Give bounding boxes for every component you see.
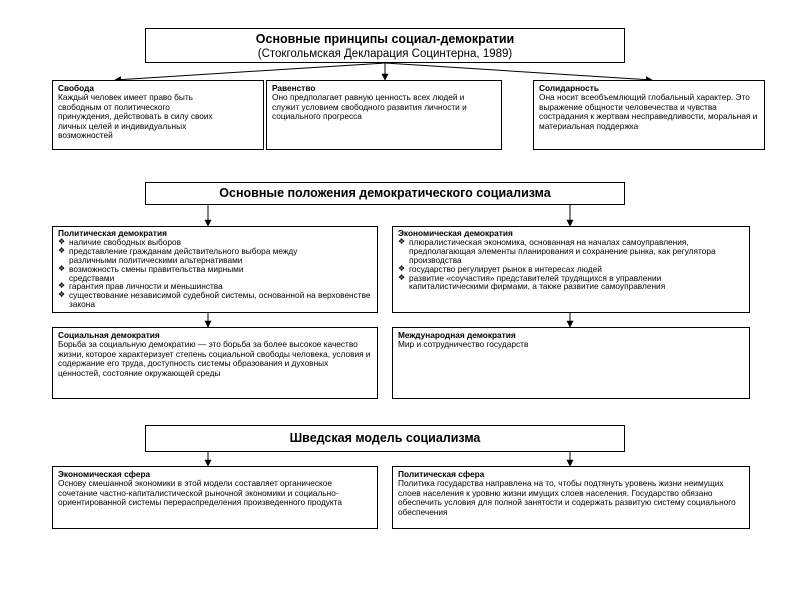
swedish-model-title: Шведская модель социализма bbox=[289, 431, 481, 445]
diamond-bullet-icon: ❖ bbox=[398, 236, 406, 246]
freedom-text: Каждый человек имеет право быть свободны… bbox=[58, 92, 213, 141]
democratic-socialism-title: Основные положения демократического соци… bbox=[219, 186, 551, 200]
principles-subtitle: (Стокгольмская Декларация Социнтерна, 19… bbox=[257, 48, 513, 60]
list-item: ❖государство регулирует рынок в интереса… bbox=[398, 263, 602, 274]
diamond-bullet-icon: ❖ bbox=[58, 263, 66, 273]
list-item: ❖наличие свободных выборов bbox=[58, 236, 182, 247]
economic-sphere-text: Основу смешанной экономики в этой модели… bbox=[58, 478, 342, 508]
international-democracy-text: Мир и сотрудничество государств bbox=[398, 339, 529, 350]
arrow-to-freedom bbox=[114, 62, 386, 84]
list-item: ❖возможность смены правительства мирными… bbox=[58, 263, 244, 283]
political-sphere-title: Политическая сфера bbox=[398, 469, 485, 479]
democratic-socialism-header-box: Основные положения демократического соци… bbox=[145, 182, 625, 205]
economic-democracy-list: ❖плюралистическая экономика, основанная … bbox=[398, 236, 744, 292]
list-item: ❖развитие «соучастия» представителей тру… bbox=[398, 272, 666, 292]
political-democracy-box: Политическая демократия ❖наличие свободн… bbox=[52, 226, 378, 313]
freedom-title: Свобода bbox=[58, 83, 95, 93]
diamond-bullet-icon: ❖ bbox=[58, 236, 66, 246]
list-item: ❖существование независимой судебной сист… bbox=[58, 290, 371, 310]
diamond-bullet-icon: ❖ bbox=[398, 272, 406, 282]
social-democracy-box: Социальная демократия Борьба за социальн… bbox=[52, 327, 378, 399]
equality-title: Равенство bbox=[272, 83, 316, 93]
political-sphere-text: Политика государства направлена на то, ч… bbox=[398, 478, 736, 517]
equality-text: Оно предполагает равную ценность всех лю… bbox=[272, 92, 467, 122]
international-democracy-box: Международная демократия Мир и сотруднич… bbox=[392, 327, 750, 399]
freedom-box: Свобода Каждый человек имеет право быть … bbox=[52, 80, 264, 150]
diamond-bullet-icon: ❖ bbox=[58, 245, 66, 255]
economic-democracy-box: Экономическая демократия ❖плюралистическ… bbox=[392, 226, 750, 313]
diamond-bullet-icon: ❖ bbox=[58, 290, 66, 300]
arrow-to-solidarity bbox=[384, 62, 653, 84]
social-democracy-title: Социальная демократия bbox=[58, 330, 160, 340]
diamond-bullet-icon: ❖ bbox=[58, 281, 66, 291]
list-item: ❖гарантия прав личности и меньшинства bbox=[58, 281, 223, 292]
political-democracy-list: ❖наличие свободных выборов ❖представлени… bbox=[58, 236, 372, 310]
social-democracy-text: Борьба за социальную демократию — это бо… bbox=[58, 339, 371, 378]
solidarity-title: Солидарность bbox=[539, 83, 599, 93]
equality-box: Равенство Оно предполагает равную ценнос… bbox=[266, 80, 502, 150]
political-sphere-box: Политическая сфера Политика государства … bbox=[392, 466, 750, 529]
solidarity-text: Она носит всеобъемлющий глобальный харак… bbox=[539, 92, 758, 131]
economic-democracy-title: Экономическая демократия bbox=[398, 228, 513, 238]
principles-header-box: Основные принципы социал-демократии (Сто… bbox=[145, 28, 625, 63]
diamond-bullet-icon: ❖ bbox=[398, 263, 406, 273]
solidarity-box: Солидарность Она носит всеобъемлющий гло… bbox=[533, 80, 765, 150]
list-item: ❖представление гражданам действительного… bbox=[58, 245, 298, 265]
political-democracy-title: Политическая демократия bbox=[58, 228, 167, 238]
principles-title: Основные принципы социал-демократии bbox=[255, 32, 515, 46]
international-democracy-title: Международная демократия bbox=[398, 330, 516, 340]
list-item: ❖плюралистическая экономика, основанная … bbox=[398, 236, 716, 265]
economic-sphere-title: Экономическая сфера bbox=[58, 469, 151, 479]
swedish-model-header-box: Шведская модель социализма bbox=[145, 425, 625, 452]
economic-sphere-box: Экономическая сфера Основу смешанной эко… bbox=[52, 466, 378, 529]
